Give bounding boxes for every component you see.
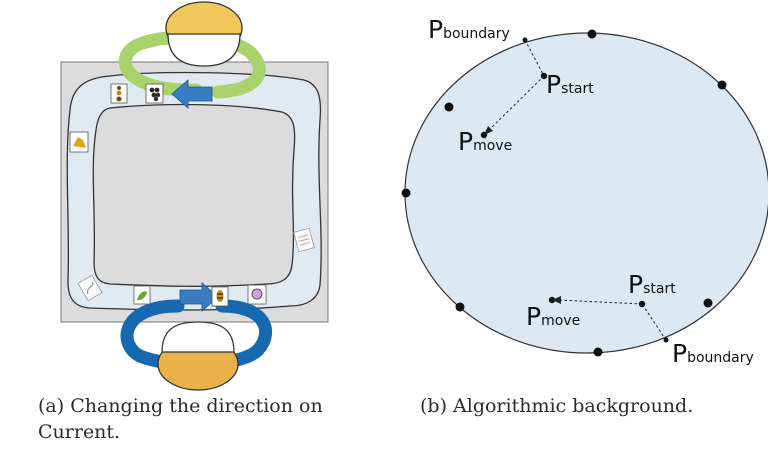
top-start-move-arrow <box>487 75 545 132</box>
caption-a-marker: (a) <box>38 395 71 417</box>
boundary-point <box>401 188 411 198</box>
leaf-icon <box>133 285 151 305</box>
boundary-point <box>703 298 713 308</box>
worm-icon <box>77 274 103 302</box>
label-p-start-bottom: Pstart <box>628 270 676 299</box>
tabletop-illustration <box>60 1 329 391</box>
boundary-point <box>717 80 727 90</box>
page-icon <box>293 227 315 253</box>
panel-a: (a) Changing the direction on Current. <box>38 1 388 445</box>
track-inner <box>92 103 296 287</box>
label-p-boundary-bottom: Pboundary <box>672 339 754 368</box>
shell-icon <box>247 284 267 305</box>
top-user <box>165 1 243 67</box>
label-p-boundary-top: Pboundary <box>428 15 510 44</box>
boundary-point <box>593 347 603 357</box>
panel-b: Pboundary Pstart Pmove Pstart Pmove Pbou… <box>390 0 768 467</box>
caption-b-marker: (b) <box>420 395 454 417</box>
arrow-top-left <box>171 79 213 109</box>
caption-a-text: Changing the direction on Current. <box>38 395 323 443</box>
boundary-point <box>444 102 454 112</box>
arrow-bottom-right <box>179 282 219 312</box>
ant-icon <box>110 83 128 104</box>
top-boundary-start-line <box>524 39 545 77</box>
grapes-icon <box>145 83 164 104</box>
bottom-start-move-arrow <box>557 299 643 305</box>
puzzle-icon <box>69 131 89 153</box>
caption-a: (a) Changing the direction on Current. <box>38 393 388 445</box>
bee-icon <box>211 286 229 307</box>
boundary-point <box>587 29 597 39</box>
caption-b: (b) Algorithmic background. <box>420 393 768 419</box>
label-p-move-top: Pmove <box>458 127 512 156</box>
caption-b-text: Algorithmic background. <box>453 395 694 417</box>
label-p-move-bottom: Pmove <box>526 302 580 331</box>
algorithm-diagram: Pboundary Pstart Pmove Pstart Pmove Pbou… <box>401 15 768 368</box>
boundary-points <box>401 29 727 357</box>
boundary-point <box>455 302 465 312</box>
bottom-boundary-start-line <box>641 303 667 341</box>
label-p-start-top: Pstart <box>546 70 594 99</box>
bottom-user <box>157 321 239 391</box>
